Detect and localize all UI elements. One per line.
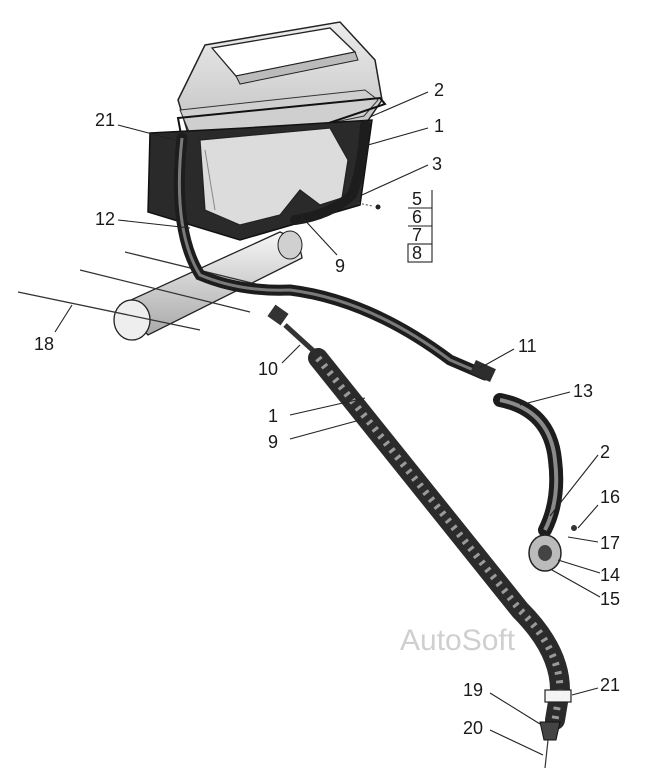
label-3: 3 <box>432 154 442 174</box>
label-14: 14 <box>600 565 620 585</box>
hardware-5-8 <box>357 202 381 210</box>
label-8: 8 <box>412 243 422 263</box>
label-18: 18 <box>34 334 54 354</box>
label-9-top: 9 <box>335 256 345 276</box>
hose-13 <box>470 360 564 537</box>
label-21-top: 21 <box>95 110 115 130</box>
label-19: 19 <box>463 680 483 700</box>
label-12: 12 <box>95 209 115 229</box>
flange-14 <box>528 525 577 572</box>
label-10: 10 <box>258 359 278 379</box>
filter-box <box>147 119 373 241</box>
label-2-right: 2 <box>600 442 610 462</box>
coupling-10 <box>267 304 320 357</box>
label-7: 7 <box>412 225 422 245</box>
label-1-top: 1 <box>434 116 444 136</box>
label-17: 17 <box>600 533 620 553</box>
corrugated-pipe <box>308 348 571 730</box>
label-13: 13 <box>573 381 593 401</box>
label-15: 15 <box>600 589 620 609</box>
label-5: 5 <box>412 189 422 209</box>
label-1-mid: 1 <box>268 406 278 426</box>
label-11: 11 <box>518 336 537 356</box>
label-group-5-8 <box>407 190 433 263</box>
bottom-fitting-19-20 <box>539 721 561 769</box>
bottom-clamp-21 <box>544 689 572 703</box>
label-2-top: 2 <box>434 80 444 100</box>
label-21-bottom: 21 <box>600 675 620 695</box>
label-16: 16 <box>600 487 620 507</box>
label-6: 6 <box>412 207 422 227</box>
label-9-mid: 9 <box>268 432 278 452</box>
watermark: AutoSoft <box>400 624 516 657</box>
intake-housing <box>176 21 387 150</box>
hose-assembly <box>173 120 491 381</box>
label-20: 20 <box>463 718 483 738</box>
leader-lines <box>54 91 601 756</box>
